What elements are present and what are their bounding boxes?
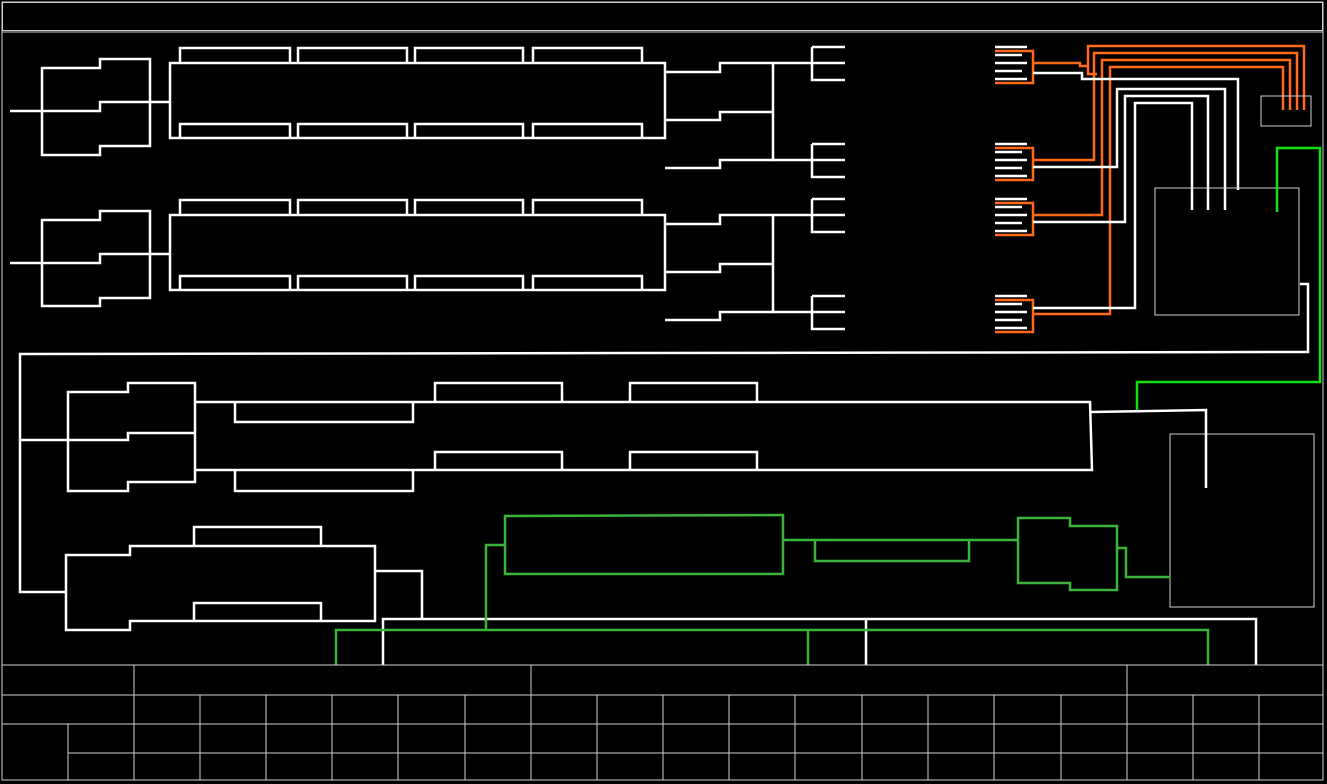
bright-green-cable xyxy=(1135,146,1322,412)
structure-b xyxy=(10,197,845,331)
structure-a xyxy=(10,45,845,179)
structure-c xyxy=(18,282,1310,594)
orange-cable-bundle xyxy=(1033,44,1306,316)
junction-box xyxy=(1260,95,1312,127)
white-cable-bundle xyxy=(1033,71,1240,310)
cabinet-upper xyxy=(1154,187,1300,316)
cabinet-lower xyxy=(1169,433,1315,608)
green-network xyxy=(334,513,1210,665)
title-block-table xyxy=(2,664,1323,780)
structure-d xyxy=(64,525,1258,665)
terminal-groups xyxy=(995,45,1035,334)
